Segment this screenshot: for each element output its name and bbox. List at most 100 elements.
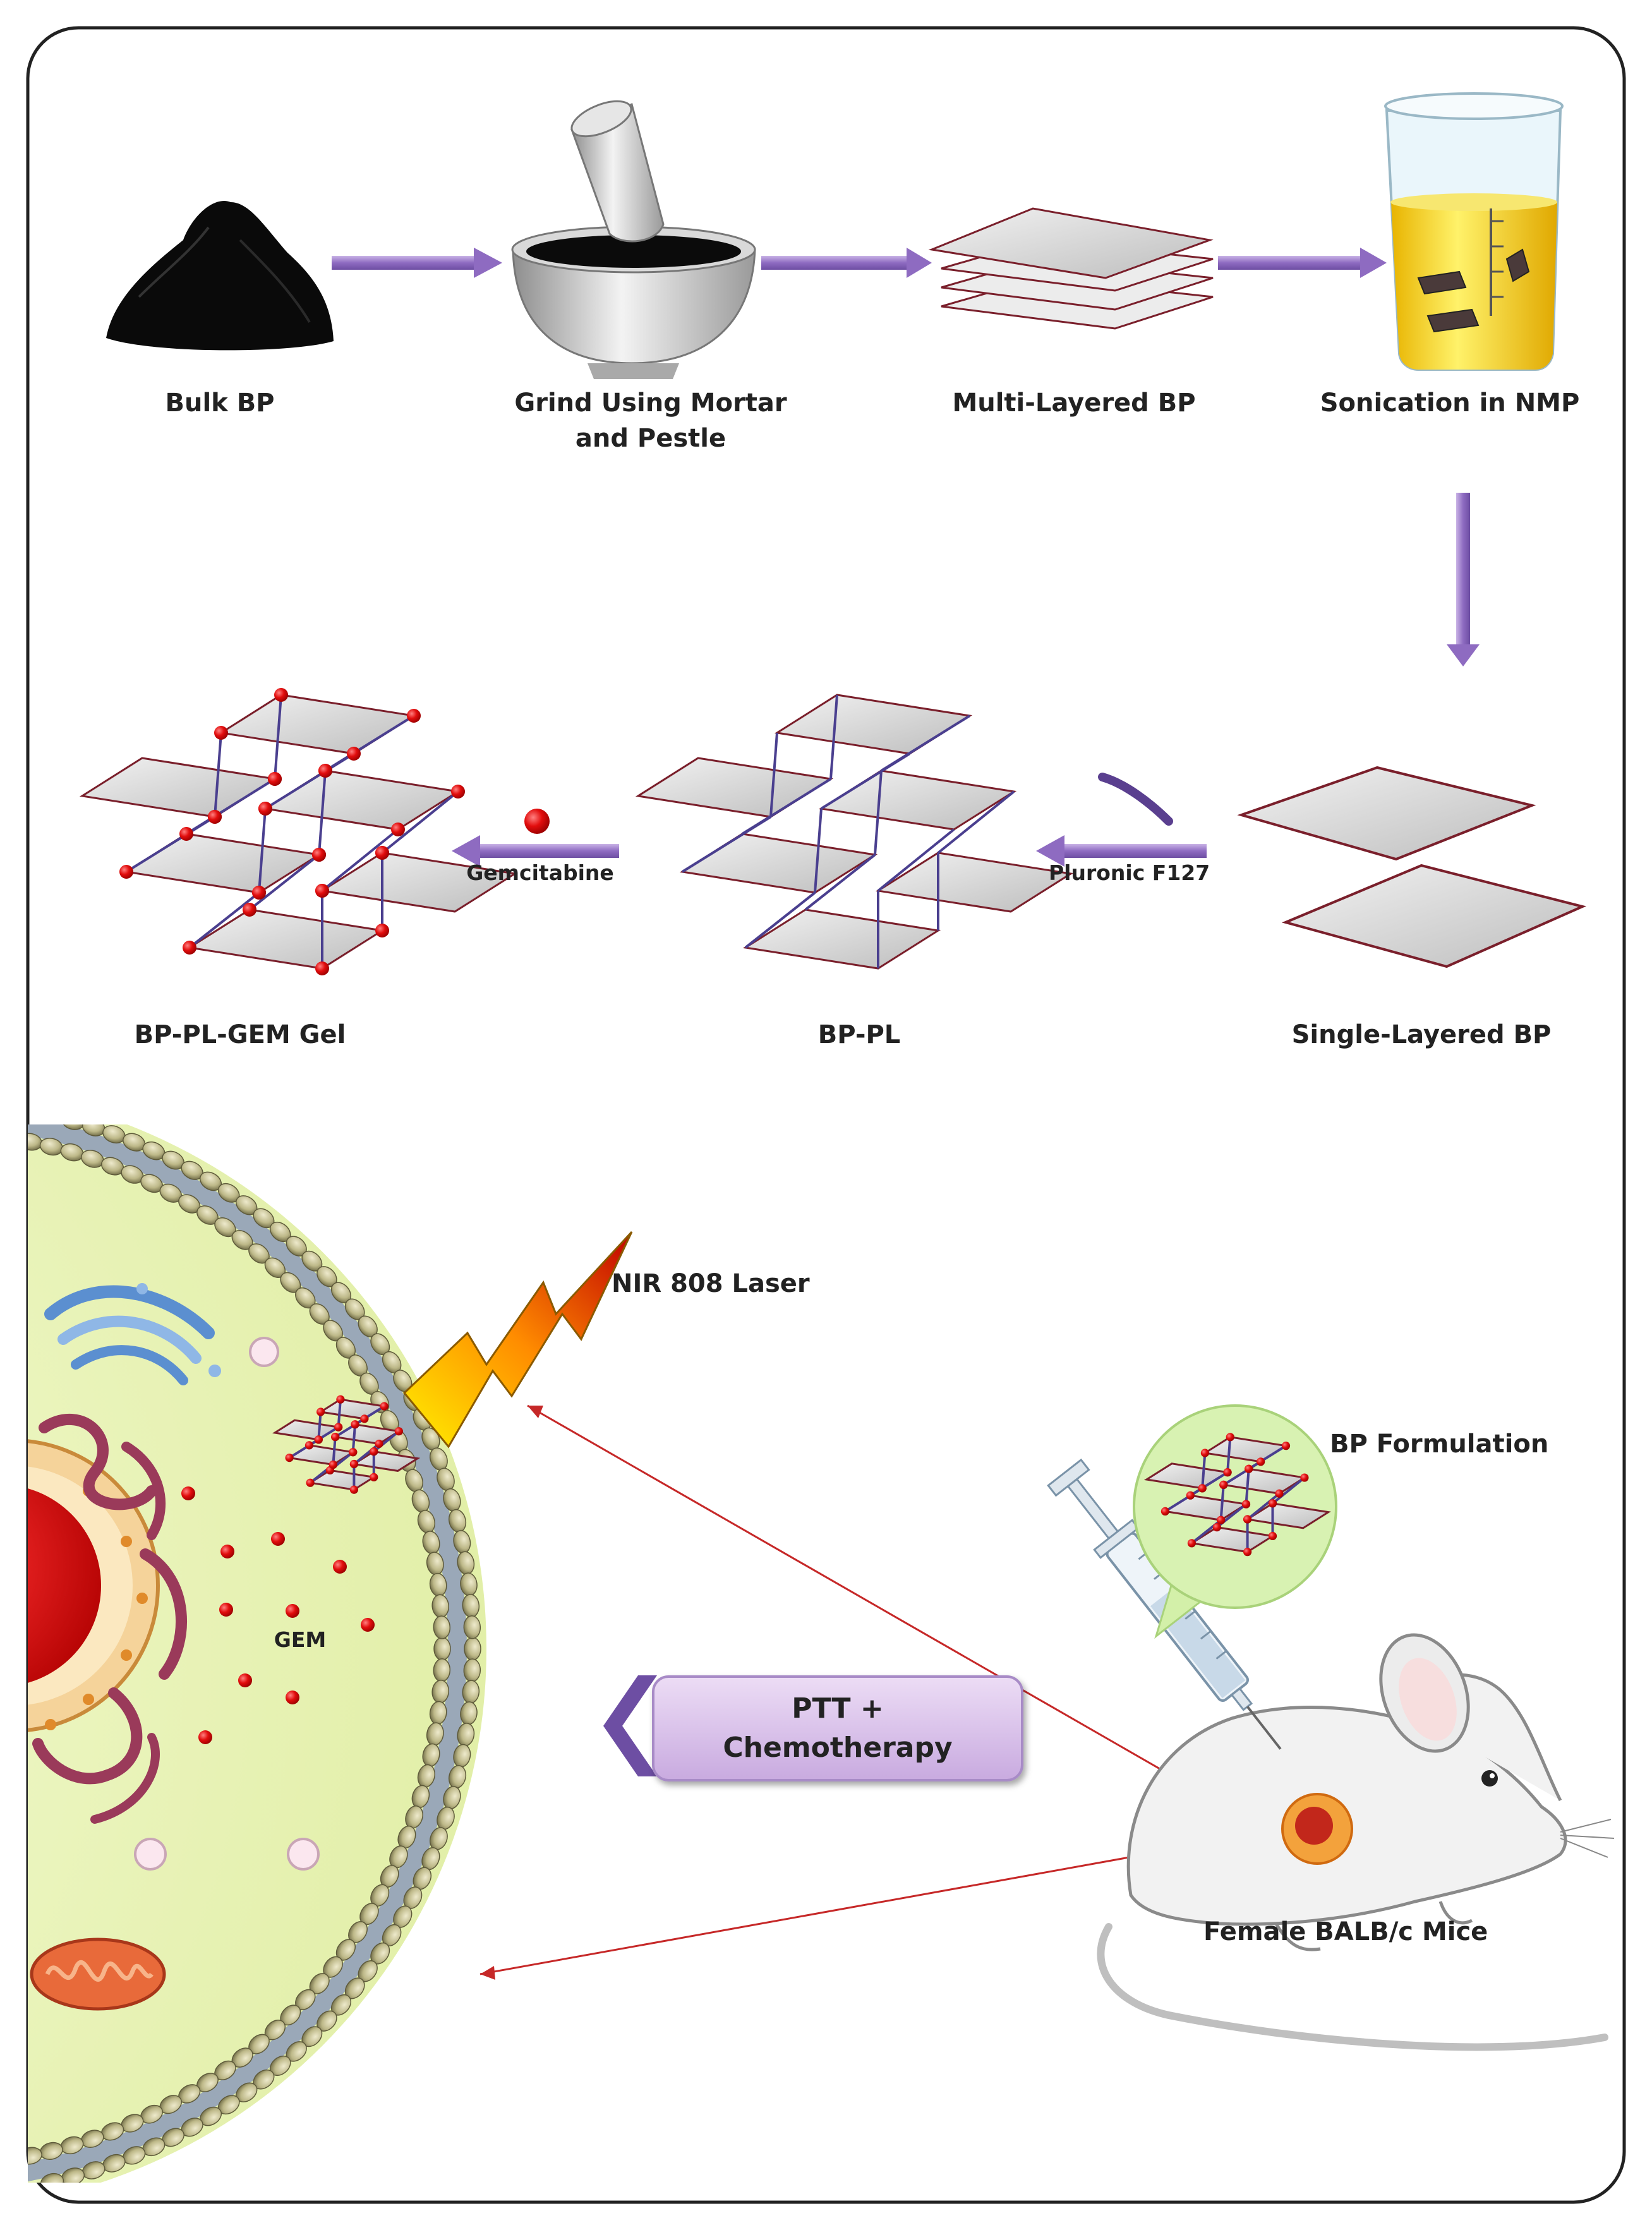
drug-dot xyxy=(252,886,266,900)
laser-bolt-icon xyxy=(402,1231,633,1449)
bp-sheet xyxy=(875,852,1074,913)
polymer-link xyxy=(937,790,1015,854)
polymer-link xyxy=(318,770,327,855)
drug-dot xyxy=(1268,1499,1277,1508)
bp-sheet xyxy=(1245,1502,1331,1529)
polymer-link xyxy=(332,1437,337,1465)
polymer-link xyxy=(1246,1492,1281,1521)
golgi-icon xyxy=(44,1283,221,1385)
polymer-link xyxy=(1245,1469,1250,1505)
mouse-icon xyxy=(1097,1633,1615,2051)
drug-dot xyxy=(1187,1539,1196,1548)
label-gel: BP-PL-GEM Gel xyxy=(134,1020,346,1049)
gem-drug-dots xyxy=(181,1486,375,1744)
arrow-sonication-to-single xyxy=(1447,493,1480,666)
drug-dot xyxy=(179,827,193,841)
drug-dot xyxy=(119,865,133,879)
drug-dot xyxy=(1245,1464,1253,1473)
bp-sheet xyxy=(319,852,518,913)
gem-dot xyxy=(219,1603,233,1617)
arrow-pluronic xyxy=(1036,773,1207,867)
drug-dot xyxy=(375,846,389,860)
label-formulation: BP Formulation xyxy=(1330,1430,1549,1459)
drug-dot xyxy=(317,1407,325,1416)
drug-dot xyxy=(380,1402,389,1411)
therapy-box: PTT + Chemotherapy xyxy=(652,1675,1023,1781)
gem-dot xyxy=(220,1545,234,1558)
vesicle xyxy=(287,1838,320,1871)
drug-dot xyxy=(360,1414,369,1423)
polymer-link xyxy=(214,732,222,817)
drug-dot xyxy=(375,1439,383,1449)
drug-dot xyxy=(1161,1507,1169,1516)
drug-dot xyxy=(407,709,421,723)
drug-dot xyxy=(1257,1457,1265,1466)
drug-dot xyxy=(1217,1516,1226,1524)
polymer-link xyxy=(877,828,955,892)
lipid-head xyxy=(433,1658,451,1682)
drug-dot xyxy=(334,1423,343,1431)
mitochondrion-icon xyxy=(30,1938,166,2011)
arrow-multi-to-sonication xyxy=(1218,248,1387,278)
gem-dot xyxy=(271,1532,285,1546)
polymer-link xyxy=(324,714,415,772)
drug-dot xyxy=(312,848,326,862)
single-layered-bp xyxy=(1237,766,1587,968)
lipid-head xyxy=(463,1658,481,1682)
polymer-link xyxy=(317,1411,322,1440)
label-laser: NIR 808 Laser xyxy=(612,1269,810,1298)
vesicle xyxy=(134,1838,167,1871)
polymer-link xyxy=(373,1430,400,1453)
label-gem: GEM xyxy=(274,1627,327,1652)
drug-dot xyxy=(1198,1484,1207,1493)
polymer-link xyxy=(804,853,876,911)
polymer-link xyxy=(1226,1437,1232,1473)
lipid-head xyxy=(28,2147,42,2165)
label-pluronic: Pluronic F127 xyxy=(1049,860,1210,885)
polymer-link xyxy=(1248,1444,1287,1470)
polymer-link xyxy=(1190,1471,1229,1497)
polymer-link xyxy=(354,1405,385,1426)
lipid-head xyxy=(433,1615,451,1639)
polymer-link xyxy=(188,891,260,949)
link-line-top xyxy=(527,1404,1270,1833)
drug-dot xyxy=(285,1454,294,1462)
polymer-link xyxy=(1219,1485,1225,1521)
drug-dot xyxy=(329,1460,338,1469)
gem-dot xyxy=(333,1560,347,1574)
drug-dot xyxy=(1243,1548,1252,1557)
drug-dot xyxy=(304,1441,314,1450)
label-therapy-line1: PTT + xyxy=(792,1692,884,1725)
polymer-link xyxy=(880,714,971,772)
gem-dot xyxy=(361,1618,375,1632)
polymer-link xyxy=(258,808,267,893)
label-gemcitabine: Gemcitabine xyxy=(466,860,614,885)
polymer-link xyxy=(337,1399,342,1428)
multi-layered-bp-stack xyxy=(928,207,1214,330)
label-bp-pl: BP-PL xyxy=(817,1020,901,1049)
lipid-head xyxy=(40,2173,64,2183)
drug-dot xyxy=(375,924,389,937)
link-line-bottom-arrowhead xyxy=(480,1966,495,1980)
drug-dot xyxy=(268,772,282,786)
polymer-link xyxy=(829,694,838,780)
polymer-link xyxy=(351,1424,357,1452)
lipid-tails xyxy=(28,1124,467,2181)
bp-pl-gem-gel-network xyxy=(79,688,518,975)
polymer-link xyxy=(769,732,778,817)
polymer-link xyxy=(741,778,832,835)
polymer-link xyxy=(874,770,883,855)
drug-dot xyxy=(314,1435,323,1444)
bubble-bp-network xyxy=(1143,1433,1331,1557)
arrow-grind-to-multi xyxy=(761,248,932,278)
polymer-link xyxy=(1272,1476,1306,1505)
polymer-link xyxy=(381,790,459,854)
mortar-pestle-icon xyxy=(511,100,756,379)
lipid-head xyxy=(433,1637,451,1661)
nucleus xyxy=(28,1439,160,1732)
drug-dot xyxy=(331,1433,340,1442)
drug-dot xyxy=(391,823,405,836)
drug-dot xyxy=(451,785,465,799)
bp-powder-icon xyxy=(106,201,334,351)
drug-dot xyxy=(394,1427,403,1436)
